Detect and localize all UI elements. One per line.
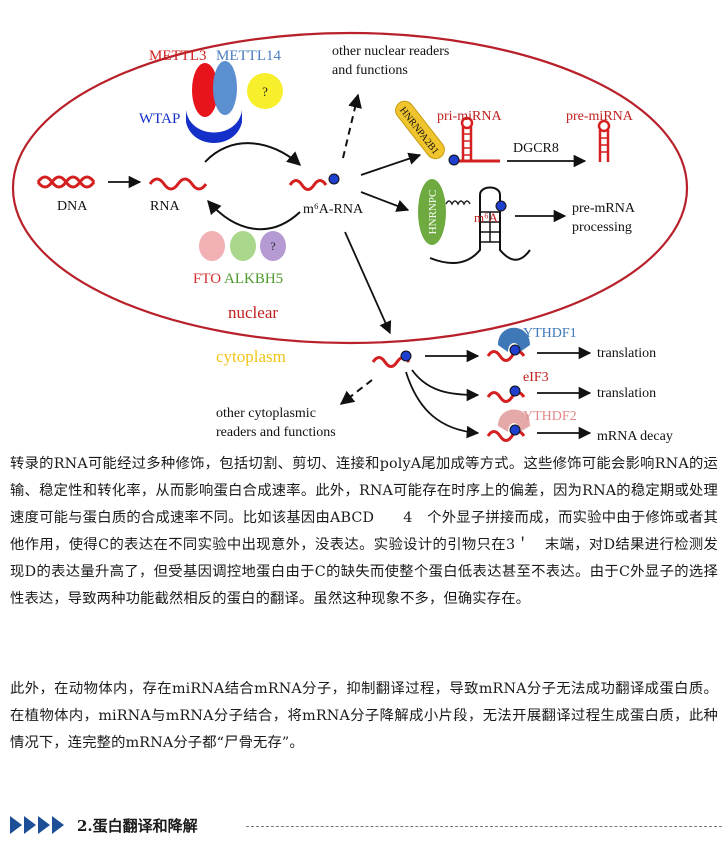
ythdf2-shape: [498, 409, 530, 432]
unknown-writer-label: ?: [262, 84, 268, 99]
pre-mrna-label-1: pre-mRNA: [572, 201, 636, 216]
fto-shape: [199, 231, 225, 261]
hnrnpc-coil: [445, 200, 471, 206]
mettl3-shape: [192, 63, 218, 117]
unknown-writer-shape: [247, 73, 283, 109]
rna-label: RNA: [150, 199, 180, 214]
cytoplasm-label: cytoplasm: [216, 347, 286, 366]
dashed-divider: [246, 826, 722, 827]
chevron-icon: [38, 816, 50, 834]
writer-complex: ? METTL3 METTL14 WTAP: [139, 48, 283, 143]
mettl14-label: METTL14: [216, 48, 281, 64]
export-arrow: [344, 231, 392, 335]
arrow-to-ythdf2: [405, 371, 480, 439]
eif3-dot: [509, 385, 521, 397]
ythdf1-label: YTHDF1: [523, 326, 577, 341]
m6a-rna-label: m⁶A-RNA: [303, 202, 364, 217]
translation-label-1: translation: [597, 346, 656, 361]
ythdf1-dot: [509, 344, 521, 356]
arrow-to-eif3: [411, 369, 480, 402]
alkbh5-label: ALKBH5: [224, 271, 283, 287]
pri-mirna-label: pri-miRNA: [437, 109, 502, 124]
other-cyto-label-2: readers and functions: [216, 425, 336, 440]
body-paragraph-2: 此外，在动物体内，存在miRNA结合mRNA分子，抑制翻译过程，导致mRNA分子…: [10, 681, 718, 751]
section-heading: 2.蛋白翻译和降解: [10, 808, 722, 840]
ythdf1-shape: [498, 327, 530, 352]
alkbh5-shape: [230, 231, 256, 261]
pre-mrna-structure: [429, 186, 531, 265]
pre-mirna-label: pre-miRNA: [566, 109, 634, 124]
unknown-eraser-label: ?: [270, 239, 275, 253]
other-cyto-label-1: other cytoplasmic: [216, 406, 316, 421]
hnrnpa2b1-label: HNRNPA2B1: [397, 105, 441, 157]
ythdf2-label: YTHDF2: [523, 409, 577, 424]
mrna-decay-label: mRNA decay: [597, 429, 673, 444]
dashed-arrow-nuclear: [342, 93, 362, 159]
cyto-mrna-dot: [400, 350, 412, 362]
unknown-eraser-shape: [260, 231, 286, 261]
dgcr8-label: DGCR8: [513, 141, 559, 156]
chevron-icon: [52, 816, 64, 834]
hnrnpc-label: HNRNPC: [427, 190, 439, 235]
mettl3-label: METTL3: [149, 48, 207, 64]
nuclear-label: nuclear: [228, 303, 278, 322]
wtap-label: WTAP: [139, 111, 180, 127]
m6a-rna-dot: [328, 173, 340, 185]
arrow-to-pri-mirna: [360, 152, 422, 176]
rna-strand: [148, 177, 208, 191]
arrow-to-hnrnpc: [360, 191, 410, 212]
demethylation-arrow: [207, 199, 301, 231]
m6a-pathway-figure: ? METTL3 METTL14 WTAP DNA RNA m⁶A-RNA ? …: [11, 31, 689, 444]
pri-mirna-m6a-dot: [448, 154, 460, 166]
dna-strand-2: [36, 175, 96, 189]
chevron-icon: [10, 816, 22, 834]
other-nuclear-label-2: and functions: [332, 63, 408, 78]
mettl14-shape: [213, 61, 237, 115]
wtap-shape: [186, 110, 242, 143]
hnrnpc-m6a-label: m⁶A: [474, 210, 499, 225]
dashed-arrow-cyto: [339, 379, 373, 405]
pre-mirna-hairpin: [597, 119, 611, 162]
other-nuclear-label-1: other nuclear readers: [332, 44, 449, 59]
pri-mirna-hairpin: [460, 116, 474, 161]
dna-label: DNA: [57, 199, 88, 214]
nucleus-ellipse: [11, 31, 689, 345]
hnrnpa2b1-shape: [395, 100, 445, 160]
pre-mrna-label-2: processing: [572, 220, 632, 235]
hnrnpc-m6a-dot: [495, 200, 507, 212]
body-paragraph-1: 转录的RNA可能经过多种修饰，包括切割、剪切、连接和polyA尾加成等方式。这些…: [10, 456, 718, 607]
methylation-arrow: [204, 142, 302, 166]
ythdf2-dot: [509, 424, 521, 436]
hnrnpc-shape: [418, 179, 446, 245]
chevron-icon: [24, 816, 36, 834]
translation-label-2: translation: [597, 386, 656, 401]
fto-label: FTO: [193, 271, 221, 287]
eif3-label: eIF3: [523, 370, 549, 385]
section-title: 2.蛋白翻译和降解: [77, 817, 198, 835]
m6a-rna-strand: [288, 179, 328, 191]
